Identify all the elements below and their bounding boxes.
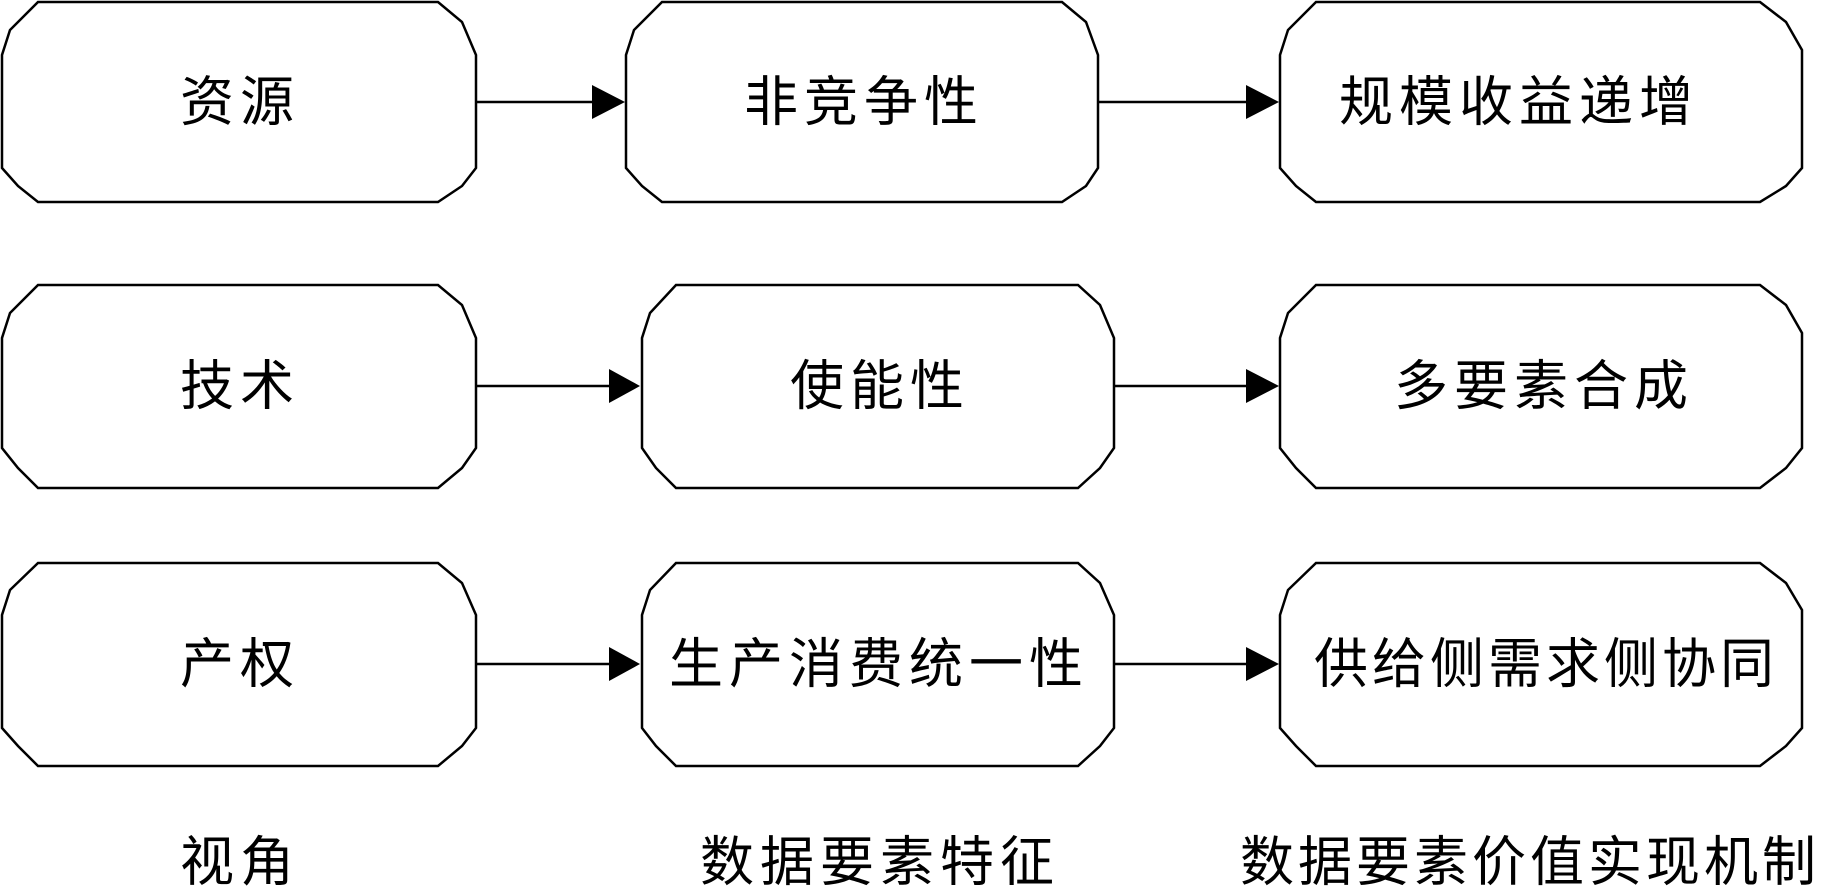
feature-box-nonrival bbox=[624, 0, 1100, 204]
perspective-box-technology bbox=[0, 283, 478, 490]
perspective-label-property: 产权 bbox=[180, 633, 300, 696]
arrowhead-resource-to-feature bbox=[592, 85, 625, 119]
mechanism-box-returns bbox=[1278, 0, 1804, 204]
mechanism-box-synergy bbox=[1278, 561, 1804, 768]
feature-label-unity: 生产消费统一性 bbox=[669, 633, 1089, 696]
perspective-label-technology: 技术 bbox=[180, 355, 300, 418]
column-captions: 视角 数据要素特征 数据要素价值实现机制 bbox=[180, 831, 1820, 891]
arrowhead-property-to-feature bbox=[609, 647, 640, 681]
caption-feature: 数据要素特征 bbox=[700, 831, 1060, 891]
mechanism-label-synthesis: 多要素合成 bbox=[1394, 355, 1694, 418]
perspective-box-resource bbox=[0, 0, 478, 204]
row-technology: 技术 使能性 多要素合成 bbox=[0, 283, 1804, 490]
arrowhead-nonrival-to-returns bbox=[1246, 85, 1279, 119]
feature-box-enabling bbox=[640, 283, 1116, 490]
arrowhead-technology-to-feature bbox=[609, 369, 640, 403]
mechanism-label-returns: 规模收益递增 bbox=[1339, 71, 1699, 134]
arrowhead-enabling-to-synthesis bbox=[1246, 369, 1279, 403]
caption-mechanism: 数据要素价值实现机制 bbox=[1240, 831, 1820, 891]
row-property: 产权 生产消费统一性 供给侧需求侧协同 bbox=[0, 561, 1804, 768]
row-resource: 资源 非竞争性 规模收益递增 bbox=[0, 0, 1804, 204]
perspective-label-resource: 资源 bbox=[180, 71, 300, 134]
feature-label-nonrival: 非竞争性 bbox=[744, 71, 984, 134]
feature-label-enabling: 使能性 bbox=[790, 355, 970, 418]
mechanism-box-synthesis bbox=[1278, 283, 1804, 490]
caption-perspective: 视角 bbox=[180, 831, 300, 891]
feature-box-unity bbox=[640, 561, 1116, 768]
perspective-box-property bbox=[0, 561, 478, 768]
arrowhead-unity-to-synergy bbox=[1246, 647, 1279, 681]
mechanism-label-synergy: 供给侧需求侧协同 bbox=[1314, 633, 1778, 696]
